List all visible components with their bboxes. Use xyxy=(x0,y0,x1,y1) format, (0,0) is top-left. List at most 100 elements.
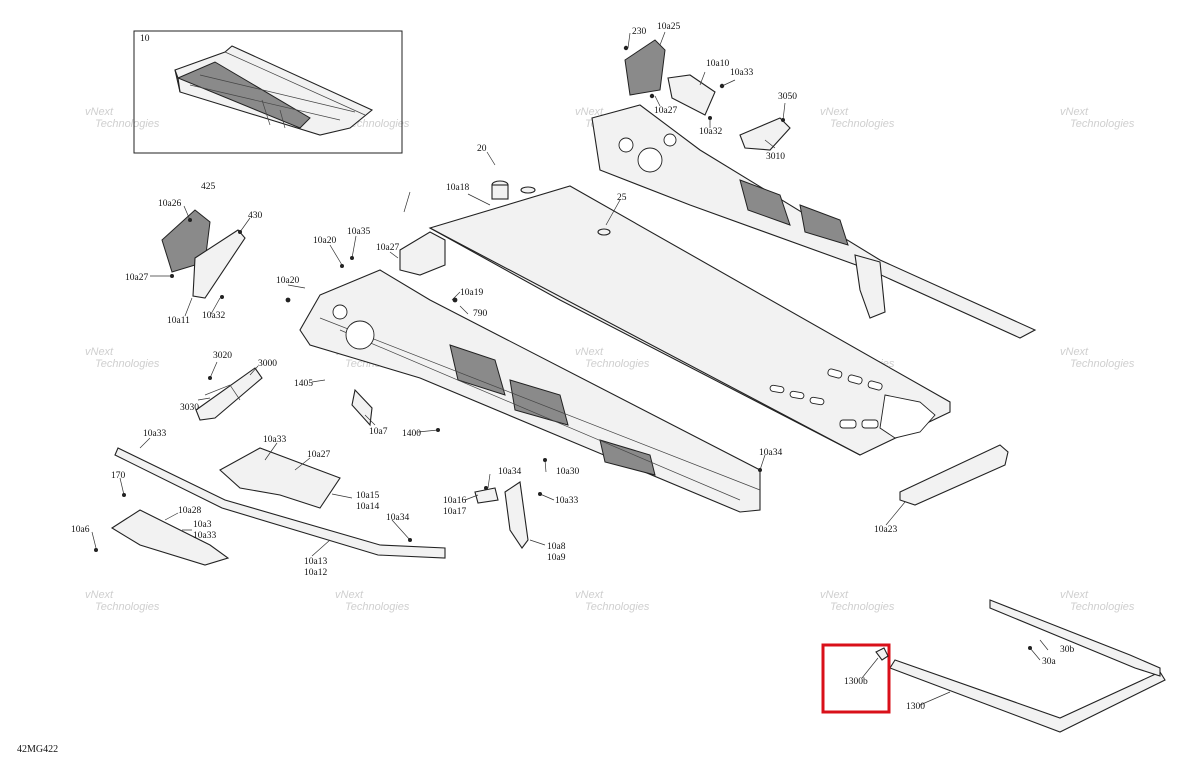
callout-label: 3020 xyxy=(213,351,232,361)
callout-label: 30a xyxy=(1042,657,1057,667)
callout-label: 10a10 xyxy=(706,59,729,69)
callout-label: 10a16 xyxy=(443,496,466,506)
callout-label: 10a33 xyxy=(730,68,753,78)
callout-label: 10a35 xyxy=(347,227,370,237)
callout-label: 1300 xyxy=(906,702,925,712)
watermark-line2: Technologies xyxy=(830,118,895,130)
callout-label: 10a27 xyxy=(125,273,148,283)
watermark-line1: vNext xyxy=(1060,346,1089,358)
fastener-dots xyxy=(94,45,1032,650)
runner-1300 xyxy=(889,599,1166,733)
watermark-line2: Technologies xyxy=(585,358,650,370)
watermark: vNext Technologies xyxy=(820,106,895,130)
drawing-code: 42MG422 xyxy=(17,744,58,755)
callout-label: 10a6 xyxy=(71,525,90,535)
tunnel-top-panel xyxy=(428,185,951,456)
callout-label: 10a25 xyxy=(657,22,680,32)
callout-label: 10a27 xyxy=(654,106,677,116)
callout-label: 10a34 xyxy=(386,513,409,523)
watermark-line1: vNext xyxy=(575,106,604,118)
leader-lines xyxy=(91,31,1049,706)
callout-label: 3010 xyxy=(766,152,785,162)
watermark-line2: Technologies xyxy=(345,118,410,130)
callout-label: 10a23 xyxy=(874,525,897,535)
inset-assembly xyxy=(133,30,403,154)
callout-label: 430 xyxy=(248,211,263,221)
callout-label: 10a33 xyxy=(143,429,166,439)
watermark: vNext Technologies xyxy=(85,106,160,130)
watermark-line1: vNext xyxy=(85,346,114,358)
callout-label: 1400 xyxy=(402,429,421,439)
callout-label: 10a18 xyxy=(446,183,469,193)
bracket-10a8 xyxy=(474,481,529,549)
callout-label: 10a27 xyxy=(376,243,399,253)
callout-label: 170 xyxy=(111,471,126,481)
watermark: vNext Technologies xyxy=(85,346,160,370)
watermark-line2: Technologies xyxy=(1070,358,1135,370)
callout-label: 10a33 xyxy=(263,435,286,445)
callout-label: 10a33 xyxy=(193,531,216,541)
callout-label: 10a26 xyxy=(158,199,181,209)
callout-label: 230 xyxy=(632,27,647,37)
watermark-line2: Technologies xyxy=(1070,118,1135,130)
callout-label: 10a20 xyxy=(313,236,336,246)
callout-label: 10a28 xyxy=(178,506,201,516)
callout-label: 10a11 xyxy=(167,316,190,326)
callout-label: 10a30 xyxy=(556,467,579,477)
callout-label: 10a15 xyxy=(356,491,379,501)
callout-label: 10a34 xyxy=(759,448,782,458)
callout-label: 10a9 xyxy=(547,553,566,563)
callout-label: 10a34 xyxy=(498,467,521,477)
callout-label: 30b xyxy=(1060,645,1075,655)
watermark-line1: vNext xyxy=(1060,589,1089,601)
callout-label: 3050 xyxy=(778,92,797,102)
callout-label: 3000 xyxy=(258,359,277,369)
plate-10a27 xyxy=(219,447,341,509)
callout-label: 10a7 xyxy=(369,427,388,437)
watermark-line1: vNext xyxy=(85,106,114,118)
callout-label: 10a17 xyxy=(443,507,466,517)
inset-frame xyxy=(133,30,403,154)
callout-label: 1405 xyxy=(294,379,313,389)
tunnel-assembly xyxy=(299,104,1037,513)
callout-label: 10a32 xyxy=(699,127,722,137)
rear-top-bracket-10a25 xyxy=(624,39,716,116)
watermark: vNext Technologies xyxy=(335,589,410,613)
watermark-line2: Technologies xyxy=(1070,601,1135,613)
tunnel-vent-slots xyxy=(769,368,936,439)
callout-label: 425 xyxy=(201,182,216,192)
callout-label: 10a13 xyxy=(304,557,327,567)
left-bracket-10a26 xyxy=(161,209,246,299)
callout-label: 20 xyxy=(477,144,487,154)
callout-labels: 10 230 10a25 10a10 10a33 10a27 10a32 305… xyxy=(71,22,1075,712)
callout-label: 10a3 xyxy=(193,520,212,530)
highlight-box[interactable] xyxy=(821,643,891,714)
watermark-line1: vNext xyxy=(820,589,849,601)
watermark: vNext Technologies xyxy=(820,589,895,613)
watermark: vNext Technologies xyxy=(85,589,160,613)
front-rail-10a13 xyxy=(114,447,446,559)
watermark-line2: Technologies xyxy=(95,118,160,130)
watermark-layer: vNext Technologies vNext Technologies vN… xyxy=(85,106,1135,613)
highlight-1300b[interactable] xyxy=(821,643,891,714)
watermark-line2: Technologies xyxy=(95,358,160,370)
callout-label: 25 xyxy=(617,193,627,203)
watermark: vNext Technologies xyxy=(575,346,650,370)
bracket-10a7 xyxy=(351,388,373,427)
watermark-line1: vNext xyxy=(575,346,604,358)
callout-label: 3030 xyxy=(180,403,199,413)
callout-label: 1300b xyxy=(844,677,868,687)
callout-label: 10a12 xyxy=(304,568,327,578)
watermark-line2: Technologies xyxy=(830,601,895,613)
callout-label: 10a33 xyxy=(555,496,578,506)
callout-label: 10a19 xyxy=(460,288,483,298)
callout-label: 10a20 xyxy=(276,276,299,286)
callout-label: 10a27 xyxy=(307,450,330,460)
watermark: vNext Technologies xyxy=(1060,106,1135,130)
watermark-line2: Technologies xyxy=(95,601,160,613)
guard-10a28 xyxy=(110,509,230,566)
callout-label: 10a14 xyxy=(356,502,379,512)
watermark-line1: vNext xyxy=(85,589,114,601)
watermark-line2: Technologies xyxy=(345,601,410,613)
